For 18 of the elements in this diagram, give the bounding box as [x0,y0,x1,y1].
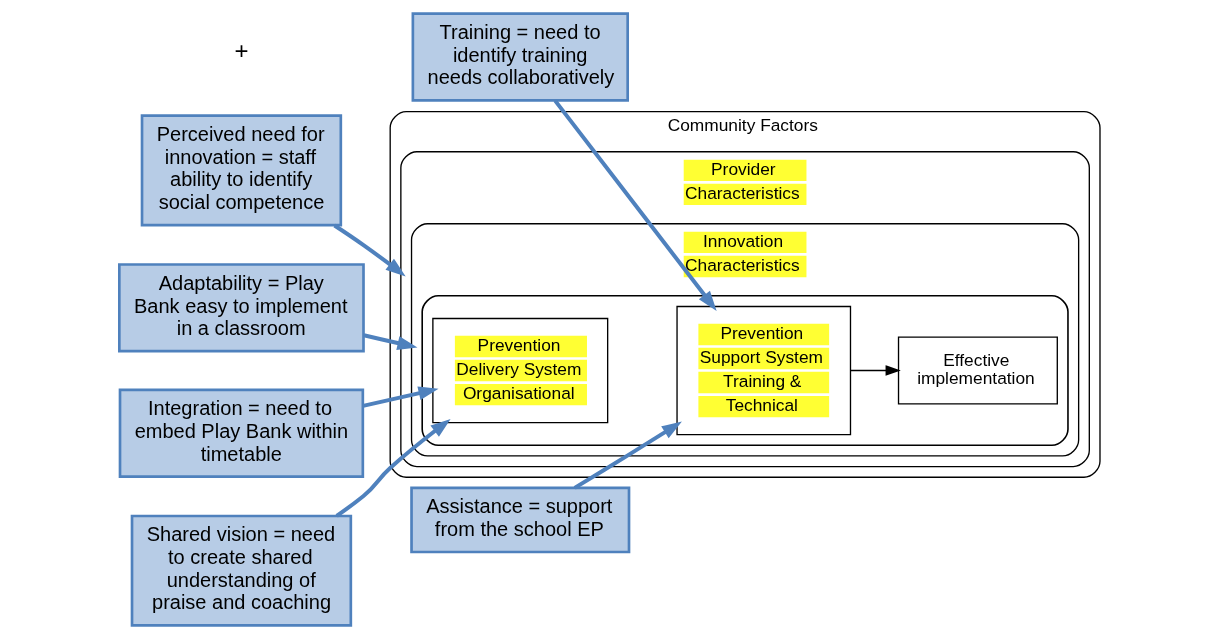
arrow [849,365,901,376]
node-box: Training = need to identify training needs collaboratively [411,12,629,102]
arrow [362,333,417,350]
node-box: Prevention Delivery System Organisational [431,317,608,424]
node-box: Adaptability = Play Bank easy to implement in a classroom [117,263,365,353]
arrow [335,418,451,518]
node-box: Shared vision = need to create shared understanding of praise and coaching [130,514,352,627]
arrow [553,99,717,311]
arrow [573,421,682,490]
label: + [233,36,248,64]
cluster [420,295,1069,447]
arrow [362,386,439,408]
node-box: Assistance = support from the school EP [409,486,630,554]
node-box: Prevention Support System Training & Technical [675,305,851,436]
node-box: Integration = need to embed Play Bank within timetable [118,388,364,478]
node-box: Perceived need for innovation = staff ability to identify social competence [140,114,342,227]
node-box: Effective implementation [897,336,1058,405]
arrow [332,223,406,277]
